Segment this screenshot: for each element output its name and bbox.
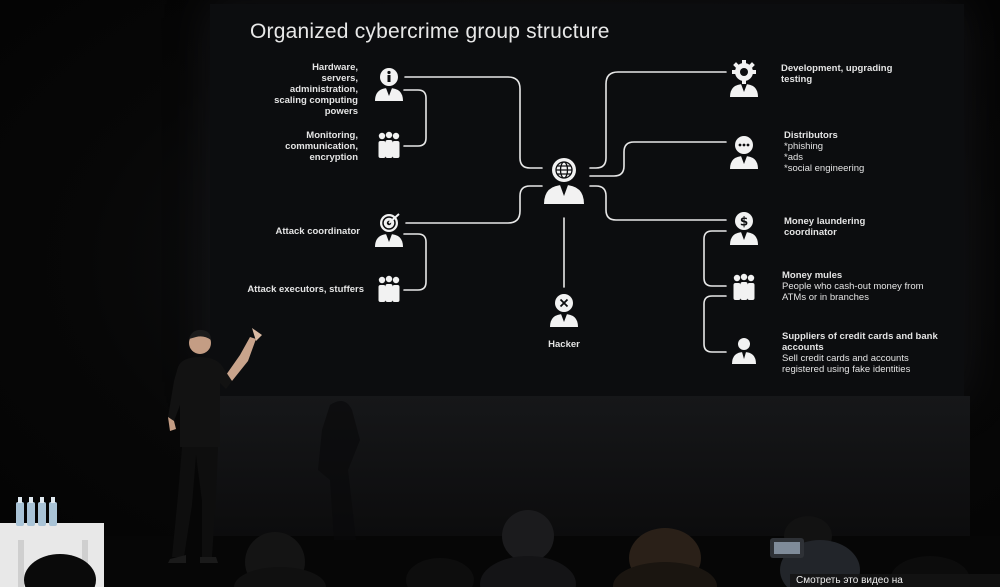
info-person-icon — [375, 68, 403, 101]
x-person-icon — [550, 294, 578, 327]
connector-coordinator-executors — [403, 233, 427, 291]
connector-hardware-monitoring — [403, 89, 427, 147]
group-icon — [733, 273, 755, 300]
watch-on-caption[interactable]: Смотреть это видео на — [790, 574, 1000, 587]
label-suppliers: Suppliers of credit cards and bank accou… — [782, 331, 938, 375]
presenter — [168, 328, 262, 563]
water-bottles — [16, 497, 57, 526]
label-attack-executors: Attack executors, stuffers — [247, 284, 364, 295]
label-development: Development, upgrading testing — [781, 63, 893, 85]
connector-center-distributors — [589, 141, 727, 177]
label-hardware: Hardware, servers, administration, scali… — [274, 62, 358, 117]
label-mules: Money mules People who cash-out money fr… — [782, 270, 924, 303]
connector-laundering-mules — [703, 230, 727, 287]
label-monitoring: Monitoring, communication, encryption — [285, 130, 358, 163]
slide-title: Organized cybercrime group structure — [250, 20, 610, 43]
audience-silhouettes — [24, 510, 970, 587]
projection-screen — [210, 4, 964, 396]
connector-mules-suppliers — [703, 295, 727, 353]
label-hacker: Hacker — [548, 339, 580, 350]
connector-hardware-center — [404, 76, 543, 169]
svg-text:$: $ — [740, 215, 748, 229]
gear-person-icon — [730, 60, 758, 97]
group-icon — [378, 131, 400, 158]
globe-person-icon — [544, 158, 584, 204]
connector-center-laundering — [589, 185, 727, 221]
suit-person-icon — [732, 338, 756, 364]
connector-coordinator-center — [405, 185, 543, 224]
target-person-icon — [375, 213, 403, 247]
podium-leg — [18, 540, 24, 587]
connector-center-development — [589, 71, 727, 169]
dollar-person-icon: $ — [730, 212, 758, 245]
label-distributors: Distributors *phishing *ads *social engi… — [784, 130, 865, 174]
chat-person-icon — [730, 136, 758, 169]
label-attack-coordinator: Attack coordinator — [275, 226, 360, 237]
label-laundering: Money laundering coordinator — [784, 216, 866, 238]
group-icon — [378, 275, 400, 302]
